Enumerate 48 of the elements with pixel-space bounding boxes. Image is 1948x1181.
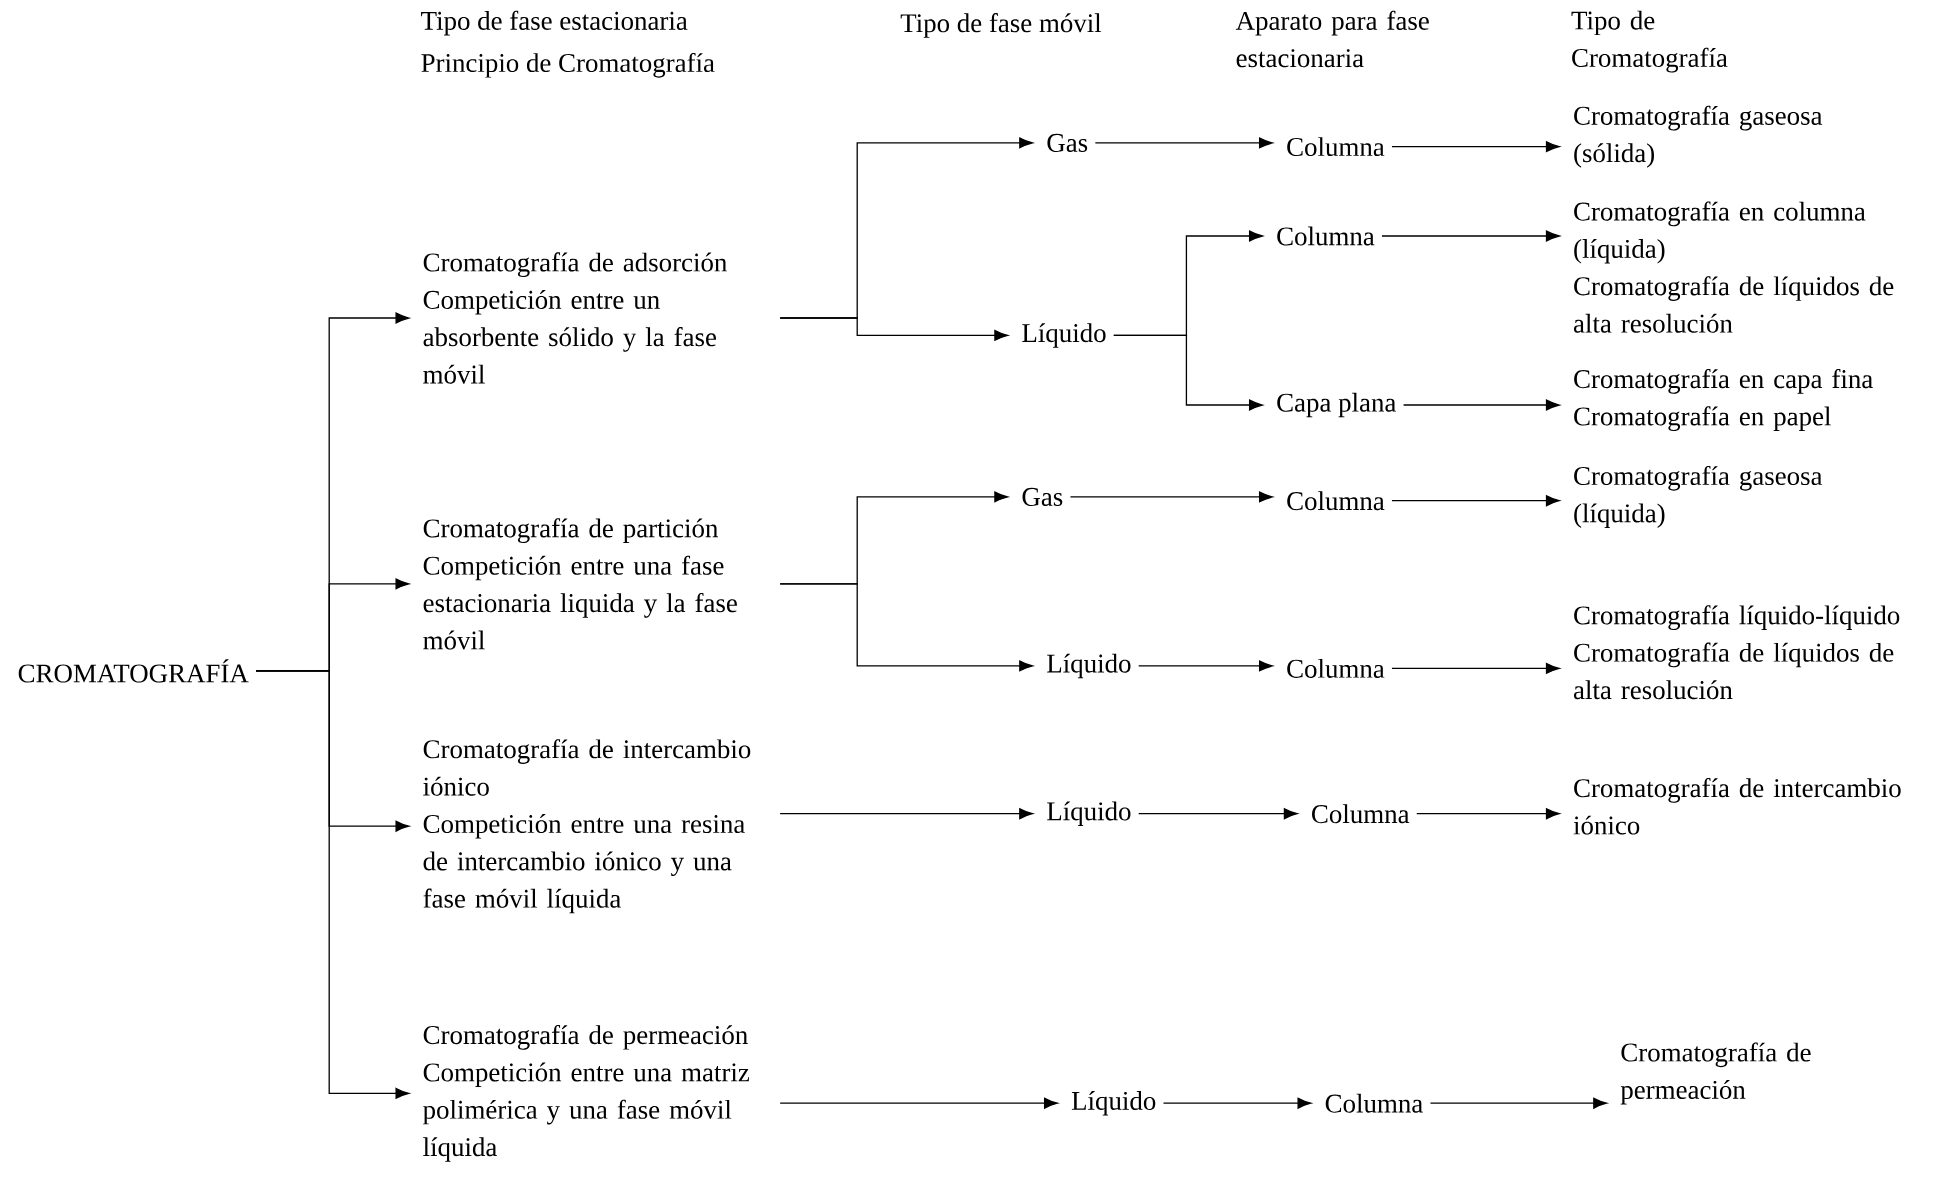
arrow <box>779 808 1034 820</box>
result-text: Cromatografía de intercambio iónico <box>1573 778 1901 835</box>
phase-label: Líquido <box>1071 1091 1156 1116</box>
category-text: Cromatografía de permeación Competición entre una matriz polimérica y una fase móvil líquida <box>423 1024 750 1162</box>
column-header: Tipo de fase móvil <box>900 13 1102 38</box>
arrow <box>1138 660 1273 672</box>
column-header: Principio de Cromatografía <box>421 52 715 78</box>
apparatus-label: Capa plana <box>1277 392 1396 418</box>
result-text: Cromatografía gaseosa (líquida) <box>1574 465 1823 528</box>
column-header: Tipo de fase estacionaria <box>421 10 688 36</box>
apparatus-label: Columna <box>1287 658 1385 678</box>
arrow <box>779 317 1009 341</box>
arrow <box>1429 1097 1608 1109</box>
column-header: Tipo de Cromatografía <box>1571 10 1728 73</box>
arrow <box>1069 491 1273 503</box>
arrow <box>1094 137 1273 149</box>
arrow <box>779 1097 1058 1109</box>
category-text: Cromatografía de adsorción Competición entre un absorbente sólido y la fase móvil <box>423 252 727 384</box>
root-label: CROMATOGRAFÍA <box>18 659 249 683</box>
arrow <box>255 670 410 1099</box>
result-text: Cromatografía gaseosa (sólida) <box>1574 105 1823 168</box>
result-text: Cromatografía de permeación <box>1620 1042 1811 1105</box>
arrow <box>1391 662 1560 674</box>
category-text: Cromatografía de intercambio iónico Competición entre una resina de intercambio iónico y una fase móvil líquida <box>423 739 751 914</box>
apparatus-label: Columna <box>1325 1093 1423 1113</box>
phase-label: Líquido <box>1047 801 1131 826</box>
result-text: Cromatografía líquido-líquido Cromatografía de líquidos de alta resolución <box>1573 605 1900 700</box>
phase-label: Gas <box>1022 487 1063 506</box>
arrow <box>1402 399 1560 411</box>
arrow <box>779 583 1034 672</box>
result-text: Cromatografía en columna (líquida) Cromatografía de líquidos de alta resolución <box>1573 201 1894 333</box>
phase-label: Gas <box>1047 133 1088 152</box>
arrow <box>1138 808 1298 820</box>
column-header: Aparato para fase estacionaria <box>1235 10 1429 68</box>
arrow <box>1416 808 1560 820</box>
arrow <box>1381 230 1560 242</box>
apparatus-label: Columna <box>1287 491 1385 511</box>
apparatus-label: Columna <box>1312 804 1410 824</box>
result-text: Cromatografía en capa fina Cromatografía en papel <box>1574 368 1873 432</box>
arrow <box>1391 141 1560 153</box>
arrow <box>1391 495 1560 507</box>
category-text: Cromatografía de partición Competición entre una fase estacionaria liquida y la fase móvil <box>423 518 737 650</box>
apparatus-label: Columna <box>1277 226 1375 246</box>
arrow <box>1162 1097 1312 1109</box>
arrow <box>1113 334 1263 411</box>
apparatus-label: Columna <box>1287 137 1385 157</box>
phase-label: Líquido <box>1047 653 1131 679</box>
phase-label: Líquido <box>1022 323 1106 348</box>
